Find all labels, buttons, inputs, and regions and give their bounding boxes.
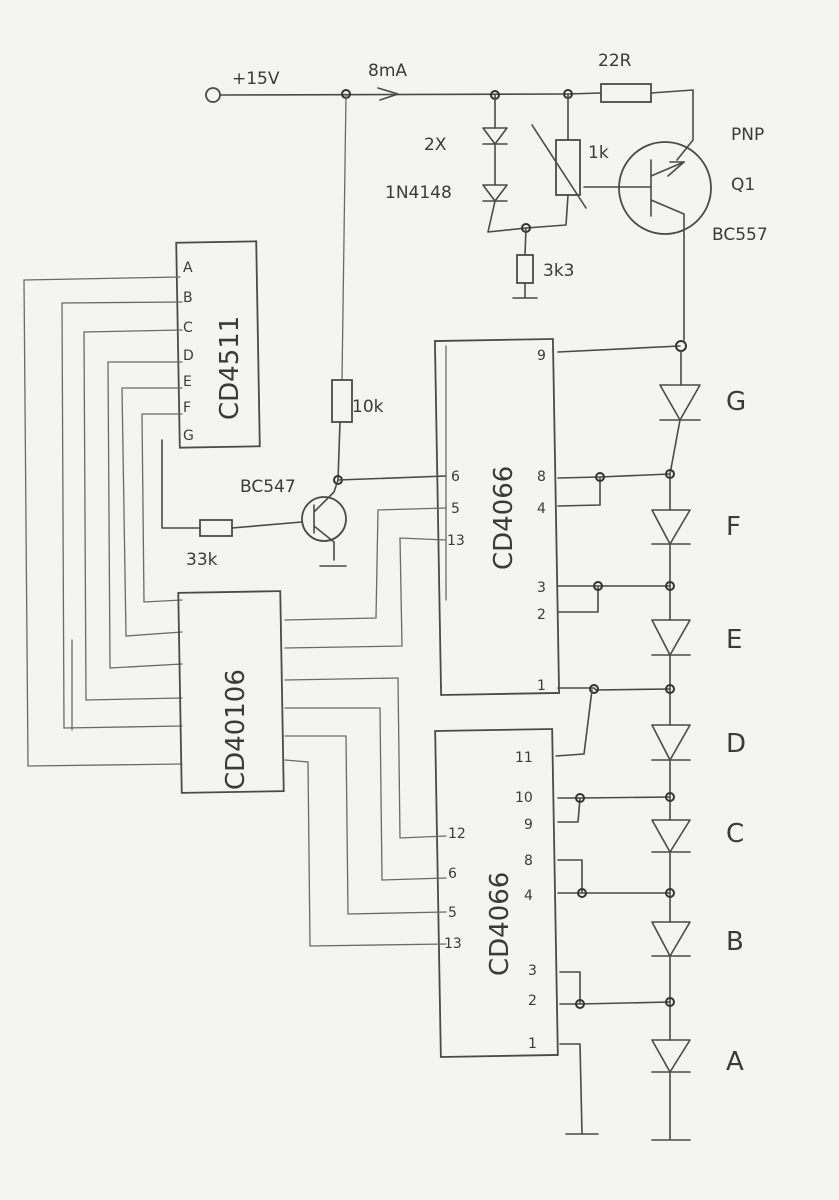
diode-1n4148-bottom — [482, 184, 508, 202]
cd4511-pin-e: E — [183, 374, 192, 390]
supply-current-label: 8mA — [368, 61, 407, 81]
ground-leds — [651, 1071, 691, 1141]
lower-pin-11: 11 — [515, 750, 533, 766]
q1-emitter-arrow — [667, 161, 685, 177]
supply-section: +15V 8mA — [205, 61, 569, 103]
led-chain — [651, 350, 701, 1141]
lower-pin-6: 6 — [448, 866, 457, 882]
led-label-f: F — [726, 512, 741, 542]
q1-section: 22R PNP Q1 BC557 — [567, 51, 768, 341]
lower-pin-3: 3 — [528, 963, 537, 979]
diode-1n4148-top — [482, 127, 508, 145]
cd4066-upper-chip: CD4066 9 6 5 13 8 4 3 2 1 — [434, 338, 560, 696]
upper-pin-8: 8 — [537, 469, 546, 485]
resistor-10k-label: 10k — [352, 397, 384, 417]
cd40106-chip: CD40106 — [177, 590, 285, 794]
resistor-33k-label: 33k — [186, 550, 218, 570]
cd4511-pin-g: G — [183, 428, 194, 444]
cd4066-upper-label: CD4066 — [489, 466, 519, 570]
led-label-e: E — [726, 625, 742, 655]
upper-pin-2: 2 — [537, 607, 546, 623]
cd40106-label: CD40106 — [221, 669, 251, 790]
cd4066-lower-label: CD4066 — [485, 872, 515, 976]
lower-pin-5: 5 — [448, 905, 457, 921]
pin-jumpers — [555, 340, 687, 1135]
lower-pin-10: 10 — [515, 790, 533, 806]
cd4511-label: CD4511 — [215, 316, 245, 420]
bc547-transistor — [301, 496, 347, 542]
upper-pin-5: 5 — [451, 501, 460, 517]
resistor-3k3-label: 3k3 — [543, 261, 574, 281]
cd4511-pin-f: F — [183, 400, 191, 416]
led-g — [659, 384, 701, 421]
cd4066-lower-chip: CD4066 11 10 9 12 8 6 4 5 13 3 2 1 — [434, 728, 559, 1058]
ground-bias — [512, 282, 538, 299]
led-e — [651, 619, 691, 656]
diodes-qty-label: 2X — [424, 135, 447, 155]
led-d — [651, 724, 691, 761]
inverter-output-wires — [284, 345, 447, 947]
resistor-10k — [331, 379, 353, 423]
upper-pin-4: 4 — [537, 501, 546, 517]
lower-pin-4: 4 — [524, 888, 533, 904]
cd4511-pin-a: A — [183, 260, 193, 276]
led-label-g: G — [726, 387, 746, 417]
q2-section: 10k BC547 33k — [161, 89, 447, 570]
cd4511-pin-d: D — [183, 348, 194, 364]
upper-pin-9: 9 — [537, 348, 546, 364]
q1-part-label: BC557 — [712, 225, 768, 245]
resistor-3k3 — [516, 254, 534, 284]
led-c — [651, 819, 691, 853]
upper-pin-3: 3 — [537, 580, 546, 596]
led-label-d: D — [726, 729, 746, 759]
current-arrow — [377, 87, 399, 101]
bc547-label: BC547 — [240, 477, 296, 497]
q1-type-label: PNP — [731, 125, 764, 145]
lower-pin-8: 8 — [524, 853, 533, 869]
led-f — [651, 509, 691, 545]
led-label-a: A — [726, 1047, 744, 1077]
lower-pin-12: 12 — [448, 826, 466, 842]
lower-pin-9: 9 — [524, 817, 533, 833]
lower-pin-13: 13 — [444, 936, 462, 952]
diodes-type-label: 1N4148 — [385, 183, 452, 203]
resistor-22r — [600, 83, 652, 103]
supply-terminal — [205, 87, 221, 103]
led-b — [651, 921, 691, 957]
led-label-b: B — [726, 927, 744, 957]
led-a — [651, 1039, 691, 1073]
q1-name-label: Q1 — [731, 175, 755, 195]
ground-chip — [559, 1043, 599, 1135]
led-labels: G F E D C B A — [726, 387, 746, 1077]
resistor-22r-label: 22R — [598, 51, 632, 71]
lower-pin-1: 1 — [528, 1036, 537, 1052]
cd4511-pin-b: B — [183, 290, 193, 306]
potentiometer-label: 1k — [588, 143, 609, 163]
lower-pin-2: 2 — [528, 993, 537, 1009]
upper-pin-13: 13 — [447, 533, 465, 549]
potentiometer-arrow — [531, 124, 587, 209]
q1-transistor — [618, 141, 712, 235]
cd4511-pin-c: C — [183, 320, 193, 336]
led-label-c: C — [726, 819, 744, 849]
upper-pin-6: 6 — [451, 469, 460, 485]
resistor-33k — [199, 519, 233, 537]
cd4511-chip: CD4511 A B C D E F G — [175, 240, 261, 449]
bias-section: 1k 2X 1N4148 3k3 — [385, 89, 609, 299]
decoder-output-wires — [23, 276, 183, 767]
supply-voltage-label: +15V — [232, 69, 280, 89]
upper-pin-1: 1 — [537, 678, 546, 694]
